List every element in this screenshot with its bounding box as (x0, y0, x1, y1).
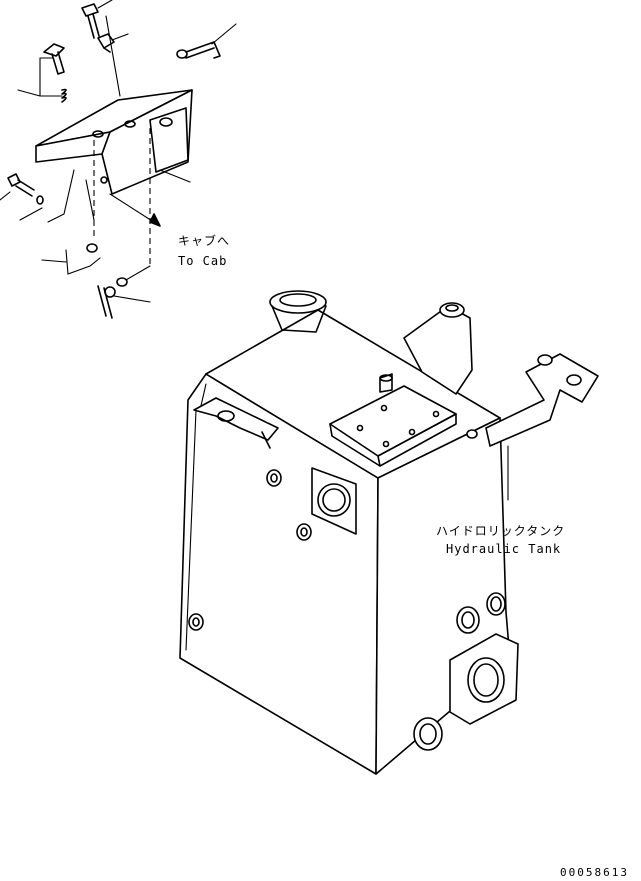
clip-part (97, 33, 129, 53)
lever-rod (176, 23, 237, 59)
side-ports (188, 467, 357, 631)
upper-bolt (81, 0, 113, 39)
filler-neck (269, 290, 327, 333)
spring-pin-part (17, 43, 67, 103)
front-ports (413, 592, 519, 751)
small-bolt-washer (0, 169, 95, 223)
lower-clip-parts (41, 243, 151, 319)
to-cab-arrow (109, 193, 161, 227)
hydraulic-tank (179, 290, 599, 775)
return-pipe (403, 302, 473, 395)
mounting-bracket (193, 397, 279, 449)
to-cab-label-jp: キャブへ (178, 234, 231, 248)
tank-side-bracket (466, 353, 599, 447)
drawing-number: 00058613 (560, 866, 629, 879)
bracket-cover (35, 15, 193, 266)
top-plate (329, 385, 457, 467)
hydraulic-tank-label-jp: ハイドロリックタンク (436, 524, 566, 538)
to-cab-label-en: To Cab (178, 254, 228, 268)
breather-port (379, 373, 393, 393)
hydraulic-tank-label-en: Hydraulic Tank (446, 542, 562, 556)
